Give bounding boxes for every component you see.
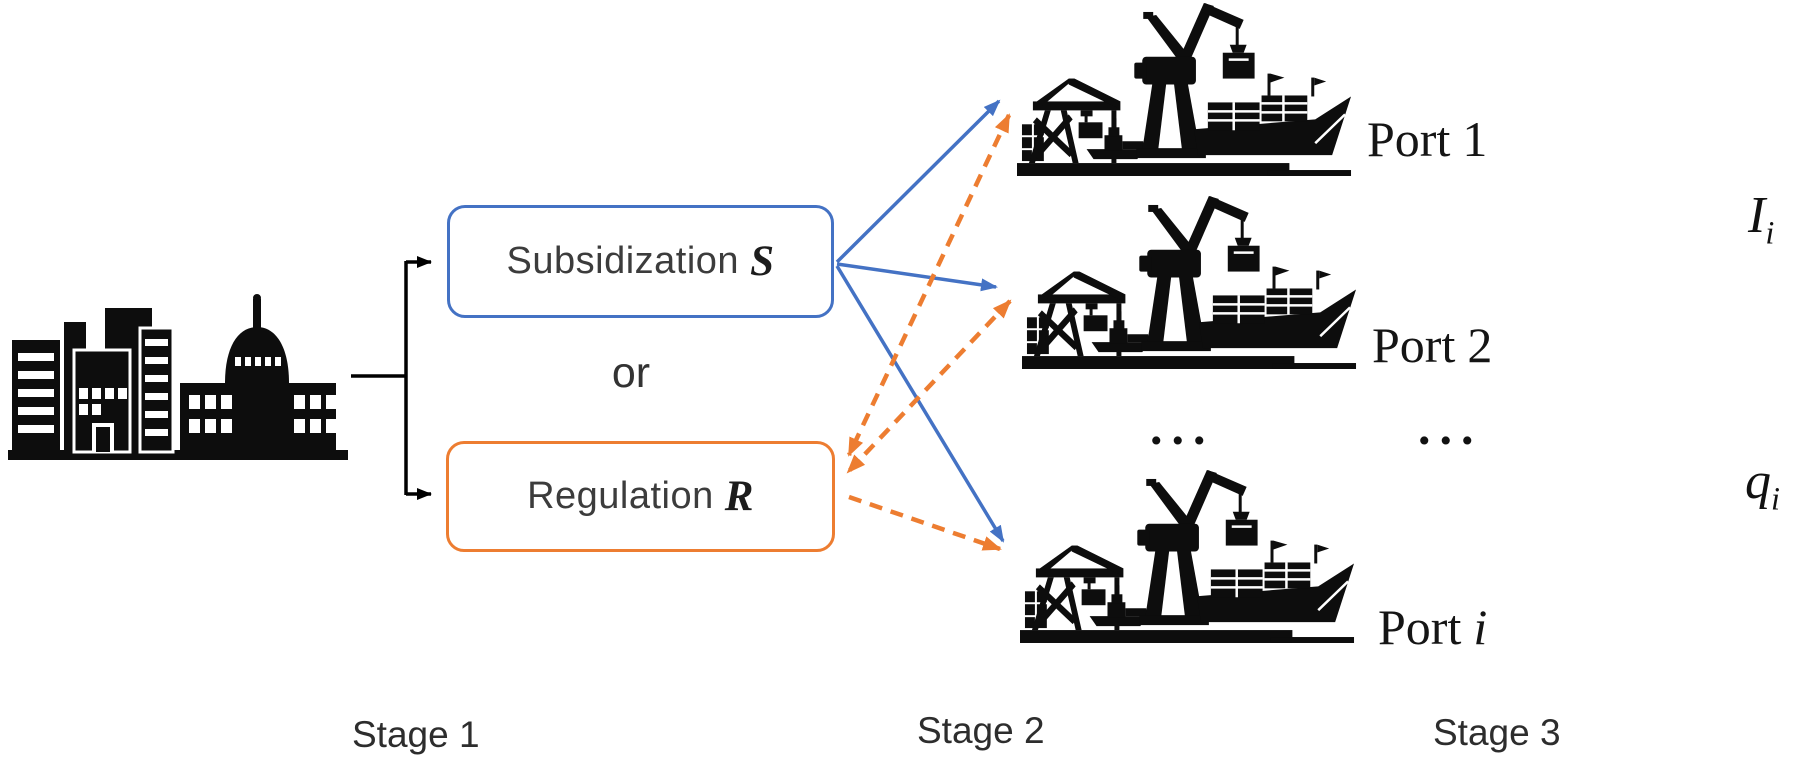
port-1-icon: [1017, 3, 1355, 177]
regulation-label: Regulation: [527, 475, 714, 517]
port-i-icon: [1020, 470, 1358, 644]
regulation-box: Regulation R: [446, 441, 835, 552]
stage-2-label: Stage 2: [917, 710, 1045, 751]
regulation-arrow-port-1: [846, 113, 1012, 457]
subsidization-label: Subsidization: [506, 240, 740, 282]
quantity-symbol: qi: [1745, 453, 1780, 517]
government-branch-connector: [351, 256, 432, 500]
port-2-icon: [1022, 196, 1360, 370]
subsidization-arrow-port-2: [836, 262, 998, 292]
stage-3-label: Stage 3: [1433, 712, 1561, 753]
subsidization-arrows: [835, 99, 1005, 543]
regulation-variable: R: [724, 473, 754, 520]
subsidization-arrow-port-i: [835, 265, 1005, 543]
subsidization-variable: S: [750, 238, 775, 285]
stage-1-label: Stage 1: [352, 714, 480, 755]
ports-ellipsis-labels: ...: [1418, 399, 1483, 455]
subsidization-box: Subsidization S: [447, 205, 834, 318]
ports-ellipsis-icons: ...: [1150, 399, 1215, 455]
regulation-arrow-port-2: [846, 299, 1012, 474]
regulation-arrow-port-i: [848, 494, 1002, 552]
or-label: or: [611, 349, 651, 397]
regulation-arrows: [846, 113, 1012, 552]
government-building-icon: [8, 291, 348, 461]
investment-symbol: Ii: [1748, 187, 1775, 251]
subsidization-arrow-port-1: [835, 99, 1001, 264]
